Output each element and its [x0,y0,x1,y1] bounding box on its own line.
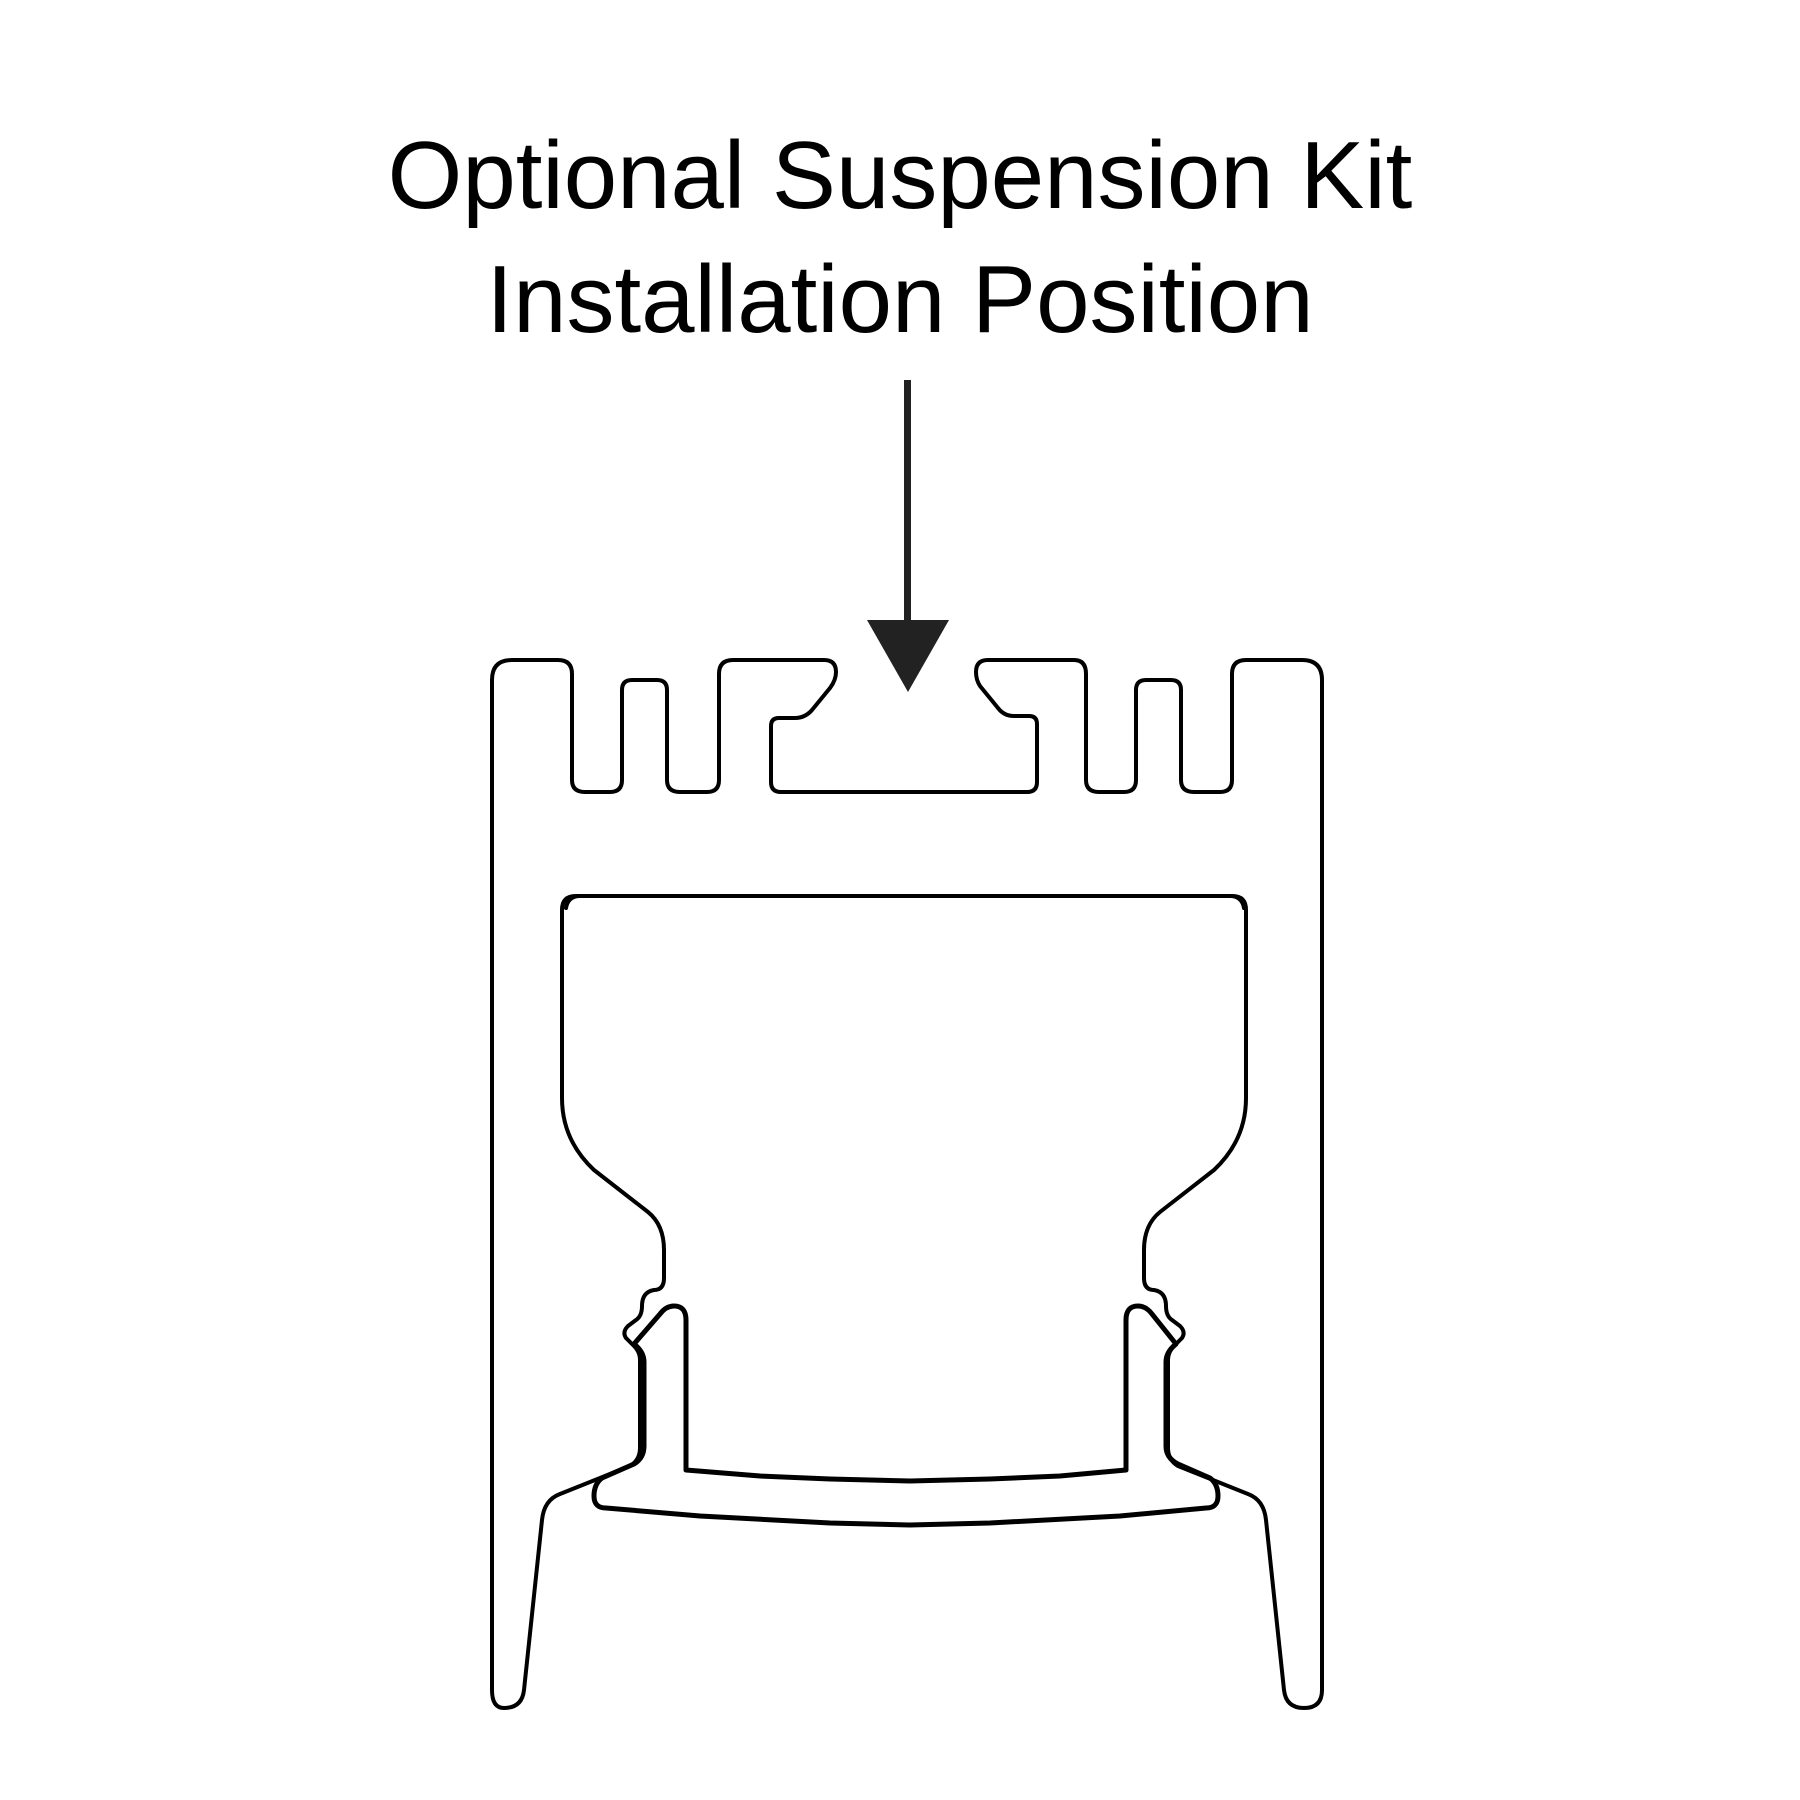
diffuser-lens [591,1303,1221,1528]
outer-profile-outline [490,658,1324,1710]
title-line-2: Installation Position [486,246,1314,353]
arrow-down-icon [867,380,949,692]
inner-chamber-outline [564,894,1246,910]
title-line-1: Optional Suspension Kit [387,122,1413,229]
